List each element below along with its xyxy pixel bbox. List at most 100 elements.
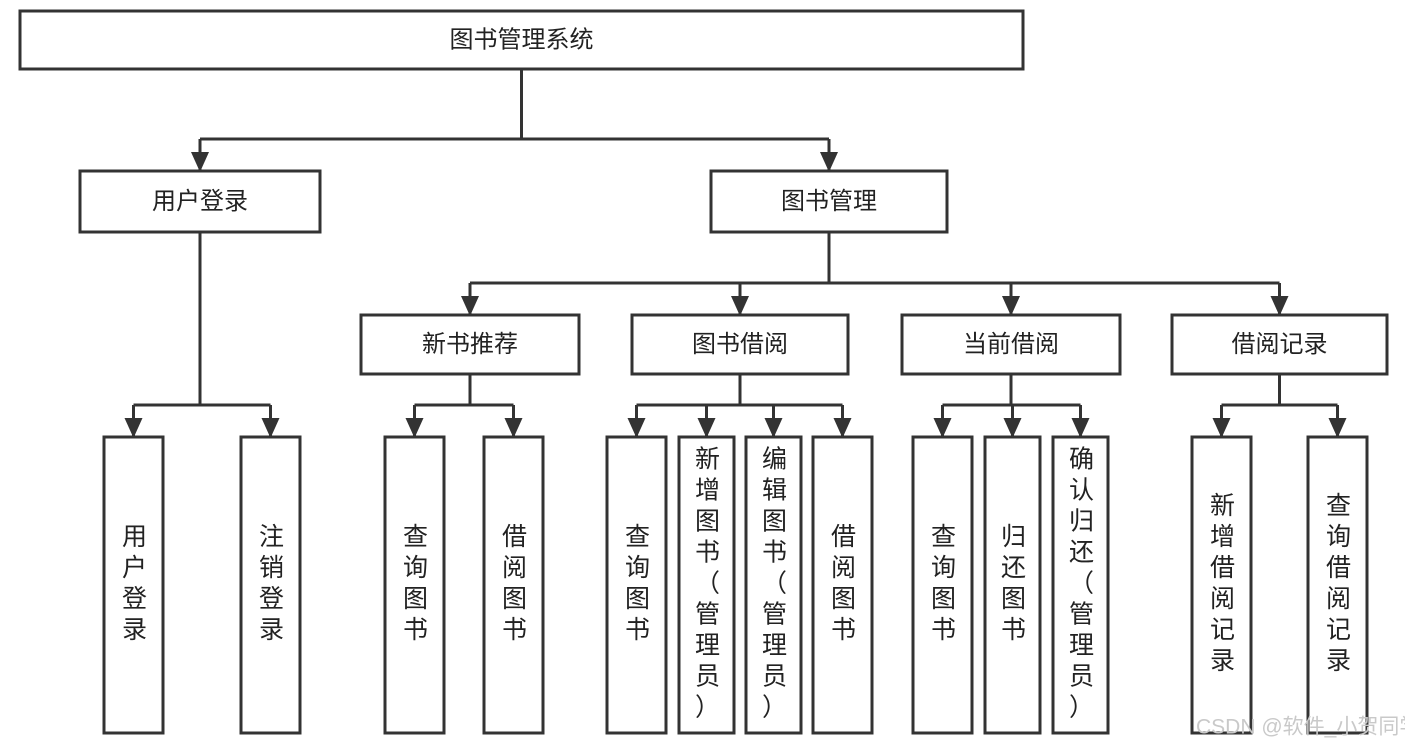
node-box-leaf-user-logout <box>239 435 302 735</box>
node-current-borrow[interactable]: 当前借阅 <box>900 313 1122 376</box>
node-label-leaf-rec-query-char-1: 询 <box>403 554 428 582</box>
node-box-leaf-borrow-do <box>811 435 874 735</box>
node-label-leaf-cur-confirm-char-1: 认 <box>1069 477 1094 505</box>
arrow-icon-book-manage <box>820 152 838 172</box>
arrow-icon-leaf-rec-borrow <box>504 418 523 438</box>
node-label-leaf-rec-query-char-0: 查 <box>403 523 428 551</box>
node-label-leaf-rec-query2-char-5: 录 <box>1326 647 1351 675</box>
node-label-leaf-rec-add-char-1: 增 <box>1210 523 1235 551</box>
node-label-leaf-borrow-query-char-3: 书 <box>625 616 650 644</box>
node-book-manage[interactable]: 图书管理 <box>709 169 949 234</box>
node-box-leaf-rec-add <box>1190 435 1253 735</box>
node-box-leaf-cur-confirm <box>1051 435 1110 735</box>
node-label-book-manage: 图书管理 <box>781 188 877 215</box>
node-borrow-record[interactable]: 借阅记录 <box>1170 313 1389 376</box>
node-label-leaf-borrow-do-char-0: 借 <box>831 523 856 551</box>
node-label-leaf-user-login-char-2: 登 <box>122 585 147 613</box>
node-label-current-borrow: 当前借阅 <box>963 331 1059 358</box>
arrow-icon-leaf-borrow-query <box>627 418 646 438</box>
node-label-leaf-borrow-do-char-2: 图 <box>831 585 856 613</box>
node-label-borrow-record: 借阅记录 <box>1232 331 1328 358</box>
node-root[interactable]: 图书管理系统 <box>18 9 1025 71</box>
node-label-leaf-borrow-edit-char-5: 管 <box>762 601 787 629</box>
arrow-icon-leaf-borrow-add <box>697 418 716 438</box>
node-label-leaf-cur-confirm-char-4: （ <box>1069 570 1094 598</box>
node-label-book-borrow: 图书借阅 <box>692 331 788 358</box>
node-label-leaf-borrow-edit-char-7: 员 <box>762 663 787 691</box>
node-label-leaf-rec-add-char-5: 录 <box>1210 647 1235 675</box>
node-label-leaf-cur-query-char-2: 图 <box>931 585 956 613</box>
node-box-leaf-borrow-edit <box>744 435 803 735</box>
node-label-leaf-cur-confirm-char-6: 理 <box>1069 632 1094 660</box>
node-label-leaf-borrow-do-char-3: 书 <box>831 616 856 644</box>
node-new-book-rec[interactable]: 新书推荐 <box>359 313 581 376</box>
node-label-leaf-cur-confirm-char-2: 归 <box>1069 508 1094 536</box>
node-box-leaf-cur-query <box>911 435 974 735</box>
node-box-user-login <box>78 169 322 234</box>
arrow-icon-leaf-cur-return <box>1003 418 1022 438</box>
node-box-leaf-borrow-add <box>677 435 736 735</box>
arrow-icon-leaf-rec-query <box>405 418 424 438</box>
node-label-leaf-user-logout-char-2: 登 <box>259 585 284 613</box>
node-box-borrow-record <box>1170 313 1389 376</box>
node-label-leaf-rec-query-char-2: 图 <box>403 585 428 613</box>
node-label-leaf-borrow-add-char-5: 管 <box>695 601 720 629</box>
node-label-leaf-cur-confirm-char-8: ） <box>1069 694 1094 722</box>
node-label-leaf-rec-query2-char-2: 借 <box>1326 554 1351 582</box>
arrow-icon-new-book-rec <box>461 296 479 316</box>
node-box-leaf-rec-query <box>383 435 446 735</box>
node-boxes-layer: 图书管理系统用户登录图书管理新书推荐图书借阅当前借阅借阅记录用户登录注销登录查询… <box>18 9 1389 735</box>
node-label-leaf-borrow-add-char-7: 员 <box>695 663 720 691</box>
node-box-leaf-rec-borrow <box>482 435 545 735</box>
node-label-leaf-cur-query-char-0: 查 <box>931 523 956 551</box>
node-box-leaf-borrow-query <box>605 435 668 735</box>
node-label-leaf-borrow-edit-char-3: 书 <box>762 539 787 567</box>
node-label-leaf-rec-borrow-char-2: 图 <box>502 585 527 613</box>
node-label-leaf-user-login-char-0: 用 <box>122 523 147 551</box>
node-label-leaf-borrow-add-char-1: 增 <box>695 477 720 505</box>
node-label-leaf-borrow-add-char-2: 图 <box>695 508 720 536</box>
node-label-leaf-borrow-edit-char-0: 编 <box>762 446 787 474</box>
arrow-icon-leaf-user-login <box>124 418 143 438</box>
arrow-icon-leaf-borrow-do <box>833 418 852 438</box>
node-label-leaf-user-logout-char-1: 销 <box>259 554 284 582</box>
node-box-leaf-cur-return <box>983 435 1042 735</box>
node-label-root: 图书管理系统 <box>450 26 594 53</box>
node-label-leaf-user-logout-char-3: 录 <box>259 616 284 644</box>
node-label-leaf-rec-borrow-char-0: 借 <box>502 523 527 551</box>
node-label-leaf-rec-add-char-3: 阅 <box>1210 585 1235 613</box>
node-box-book-borrow <box>630 313 850 376</box>
node-leaf-user-login[interactable]: 用户登录 <box>102 435 165 735</box>
arrow-icon-leaf-user-logout <box>261 418 280 438</box>
node-label-leaf-cur-query-char-1: 询 <box>931 554 956 582</box>
node-label-leaf-borrow-edit-char-1: 辑 <box>762 477 787 505</box>
node-label-leaf-rec-borrow-char-3: 书 <box>502 616 527 644</box>
arrow-icon-user-login <box>191 152 209 172</box>
node-label-leaf-rec-add-char-4: 记 <box>1210 616 1235 644</box>
csdn-watermark: CSDN @软件_小贺同学 <box>1196 716 1405 739</box>
arrow-icon-leaf-rec-add <box>1212 418 1231 438</box>
arrow-icon-book-borrow <box>731 296 749 316</box>
node-book-borrow[interactable]: 图书借阅 <box>630 313 850 376</box>
node-label-leaf-borrow-edit-char-2: 图 <box>762 508 787 536</box>
node-label-leaf-borrow-edit-char-4: （ <box>762 570 787 598</box>
node-user-login[interactable]: 用户登录 <box>78 169 322 234</box>
node-box-book-manage <box>709 169 949 234</box>
node-label-leaf-borrow-add-char-8: ） <box>695 694 720 722</box>
node-label-leaf-user-login-char-3: 录 <box>122 616 147 644</box>
node-label-leaf-borrow-add-char-4: （ <box>695 570 720 598</box>
